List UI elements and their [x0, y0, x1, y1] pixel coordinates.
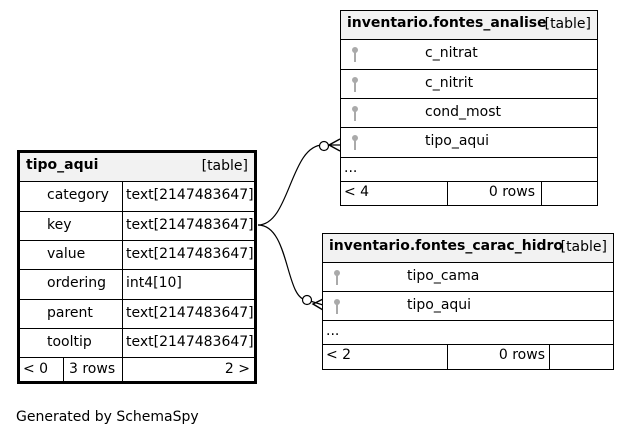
column-name: cond_most — [425, 104, 502, 120]
table-name: inventario.fontes_analise — [347, 15, 547, 31]
column-row-tooltip[interactable]: tooltip text[2147483647] — [20, 329, 254, 358]
edge-carac-hidro-zero-marker — [301, 294, 313, 306]
column-name: tipo_cama — [407, 268, 480, 284]
parents-link[interactable]: < 4 — [344, 184, 370, 200]
table-header: inventario.fontes_carac_hidro [table] — [323, 234, 613, 263]
column-name: tooltip — [47, 334, 92, 350]
column-row-parent[interactable]: parent text[2147483647] — [20, 300, 254, 329]
column-name: ordering — [47, 275, 106, 291]
column-type: text[2147483647] — [126, 187, 254, 203]
column-name: category — [47, 187, 109, 203]
column-type: text[2147483647] — [126, 246, 254, 262]
row-count: 3 rows — [69, 361, 116, 377]
column-type: int4[10] — [126, 275, 182, 291]
generated-by-caption: Generated by SchemaSpy — [16, 409, 199, 425]
edge-to-fontes-carac-hidro — [257, 224, 324, 306]
parents-link[interactable]: < 0 — [23, 361, 49, 377]
column-type: text[2147483647] — [126, 305, 254, 321]
column-row-c-nitrit[interactable]: c_nitrit — [341, 70, 597, 99]
table-footer: < 2 0 rows — [323, 345, 613, 369]
parents-link[interactable]: < 2 — [326, 347, 352, 363]
edge-to-fontes-analise — [257, 144, 340, 226]
key-icon — [334, 270, 340, 285]
more-columns: ... — [326, 323, 340, 339]
table-fontes-carac-hidro[interactable]: inventario.fontes_carac_hidro [table] ti… — [322, 233, 614, 370]
key-icon — [352, 77, 358, 92]
column-row-tipo-aqui[interactable]: tipo_aqui — [323, 292, 613, 321]
edge-fontes-analise-crow-icon — [327, 138, 341, 152]
column-row-cond-most[interactable]: cond_most — [341, 99, 597, 128]
column-row-c-nitrat[interactable]: c_nitrat — [341, 40, 597, 70]
row-count: 0 rows — [488, 184, 535, 200]
more-columns-row: ... — [323, 321, 613, 345]
column-row-category[interactable]: category text[2147483647] — [20, 182, 254, 212]
edge-carac-hidro-crow-icon — [311, 298, 324, 311]
key-icon — [334, 299, 340, 314]
table-name: tipo_aqui — [26, 157, 99, 173]
column-name: c_nitrat — [425, 45, 478, 61]
more-columns: ... — [344, 160, 358, 176]
column-row-ordering[interactable]: ordering int4[10] — [20, 270, 254, 300]
column-name: value — [47, 246, 86, 262]
column-name: c_nitrit — [425, 75, 474, 91]
column-name: tipo_aqui — [407, 297, 472, 313]
table-kind: [table] — [560, 239, 607, 255]
table-tipo-aqui[interactable]: tipo_aqui [table] category text[21474836… — [17, 150, 257, 384]
key-icon — [352, 47, 358, 62]
edge-fontes-analise-zero-marker — [318, 140, 330, 152]
column-name: parent — [47, 305, 93, 321]
column-row-tipo-aqui[interactable]: tipo_aqui — [341, 128, 597, 158]
key-icon — [352, 106, 358, 121]
column-name: tipo_aqui — [425, 133, 490, 149]
table-kind: [table] — [201, 158, 248, 174]
table-footer: < 4 0 rows — [341, 182, 597, 205]
column-row-tipo-cama[interactable]: tipo_cama — [323, 263, 613, 292]
table-footer: < 0 3 rows 2 > — [20, 358, 254, 381]
column-name: key — [47, 217, 72, 233]
table-header: inventario.fontes_analise [table] — [341, 11, 597, 40]
column-type: text[2147483647] — [126, 217, 254, 233]
key-icon — [352, 135, 358, 150]
column-row-value[interactable]: value text[2147483647] — [20, 241, 254, 270]
column-row-key[interactable]: key text[2147483647] — [20, 212, 254, 241]
table-name: inventario.fontes_carac_hidro — [329, 238, 564, 254]
children-link[interactable]: 2 > — [224, 361, 250, 377]
table-kind: [table] — [544, 16, 591, 32]
more-columns-row: ... — [341, 158, 597, 182]
row-count: 0 rows — [498, 347, 545, 363]
table-header: tipo_aqui [table] — [20, 153, 254, 182]
table-fontes-analise[interactable]: inventario.fontes_analise [table] c_nitr… — [340, 10, 598, 206]
column-type: text[2147483647] — [126, 334, 254, 350]
